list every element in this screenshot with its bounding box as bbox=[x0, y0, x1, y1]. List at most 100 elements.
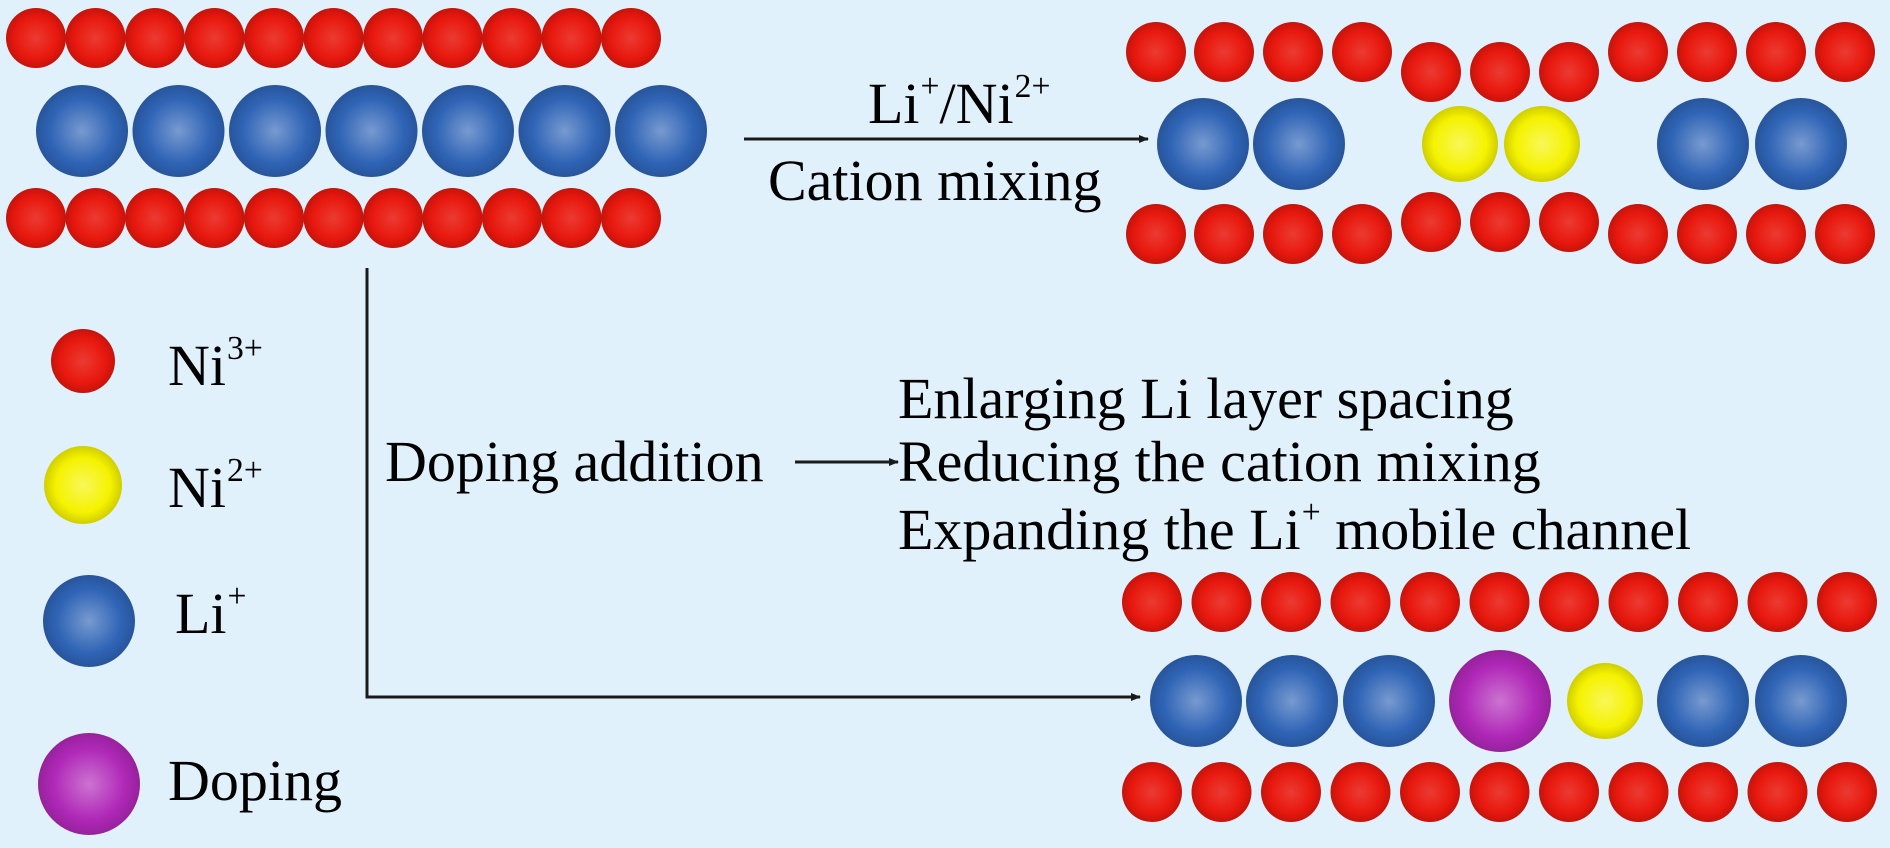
li-atom bbox=[229, 85, 321, 177]
ni3-atom bbox=[1400, 572, 1460, 632]
ni3-atom bbox=[1263, 22, 1323, 82]
ni3-atom bbox=[1608, 22, 1668, 82]
ni3-atom bbox=[1747, 762, 1808, 822]
arrows bbox=[365, 135, 1149, 701]
ni3-atom bbox=[1191, 572, 1252, 632]
ni3-atom bbox=[1746, 204, 1806, 264]
li-atom bbox=[36, 85, 128, 177]
ni3-atom bbox=[1815, 204, 1875, 264]
legend-ni2-text: Ni bbox=[168, 455, 226, 521]
ni3-atom bbox=[1815, 22, 1875, 82]
ni2-atom bbox=[1422, 106, 1498, 182]
ni3-atom bbox=[1608, 204, 1668, 264]
ni3-atom bbox=[1539, 572, 1599, 632]
ni3-atom bbox=[1677, 22, 1737, 82]
ni3-atom bbox=[1608, 762, 1669, 822]
doping-atom bbox=[1449, 650, 1551, 752]
ni3-atom bbox=[1194, 22, 1254, 82]
ni3-atom bbox=[1678, 762, 1738, 822]
li-atom bbox=[132, 85, 225, 177]
ni3-atom bbox=[363, 8, 423, 68]
legend-li-charge: + bbox=[227, 578, 247, 615]
ni3-atom bbox=[1747, 572, 1808, 632]
ni3-atom bbox=[303, 188, 364, 248]
ni3-atom bbox=[1126, 204, 1186, 264]
legend-ni3-charge: 3+ bbox=[227, 330, 263, 367]
ni3-atom bbox=[65, 188, 126, 248]
ni3-atom bbox=[601, 188, 661, 248]
atom-layers bbox=[6, 8, 1877, 835]
ni3-atom bbox=[422, 188, 483, 248]
li-atom bbox=[1657, 98, 1749, 190]
li-atom bbox=[422, 85, 514, 177]
ni3-atom bbox=[1330, 572, 1391, 632]
li-atom bbox=[1343, 655, 1435, 747]
li-atom bbox=[1150, 655, 1242, 747]
legend-ni3-atom bbox=[51, 329, 115, 393]
ni3-atom bbox=[6, 188, 66, 248]
legend-ni2-atom bbox=[44, 446, 122, 524]
ni3-atom bbox=[1469, 762, 1530, 822]
li-atom bbox=[518, 85, 611, 177]
ni3-atom bbox=[1126, 22, 1186, 82]
ni3-atom bbox=[1539, 42, 1599, 102]
effect-expanding-suffix: mobile channel bbox=[1320, 497, 1692, 563]
li-text: Li bbox=[868, 71, 920, 137]
legend-li-text: Li bbox=[175, 581, 227, 647]
legend-ni2-charge: 2+ bbox=[227, 452, 263, 489]
ni3-atom bbox=[1261, 572, 1321, 632]
ni3-atom bbox=[1332, 22, 1392, 82]
ni3-atom bbox=[1194, 204, 1254, 264]
ni3-atom bbox=[1539, 762, 1599, 822]
cation-mixing-label: Cation mixing bbox=[768, 148, 1102, 213]
li-atom bbox=[615, 85, 707, 177]
ni3-atom bbox=[244, 8, 304, 68]
ni3-atom bbox=[1122, 572, 1182, 632]
ni2-atom bbox=[1567, 663, 1643, 739]
li-atom bbox=[1755, 98, 1847, 190]
ni3-atom bbox=[1470, 192, 1530, 252]
ni3-atom bbox=[1817, 762, 1877, 822]
ni3-atom bbox=[1539, 192, 1599, 252]
li-atom bbox=[1657, 655, 1749, 747]
ni3-atom bbox=[244, 188, 304, 248]
effect-expanding-text: Expanding the Li bbox=[898, 497, 1301, 563]
effect-expanding: Expanding the Li+ mobile channel bbox=[898, 496, 1691, 559]
ni3-atom bbox=[184, 8, 245, 68]
effect-enlarging: Enlarging Li layer spacing bbox=[898, 366, 1514, 431]
ni-charge: 2+ bbox=[1014, 68, 1051, 105]
legend-ni3-text: Ni bbox=[168, 333, 226, 399]
ni3-atom bbox=[1330, 762, 1391, 822]
ni3-atom bbox=[363, 188, 423, 248]
ni3-atom bbox=[1746, 22, 1806, 82]
legend-label-li: Li+ bbox=[175, 580, 247, 643]
legend-label-ni2: Ni2+ bbox=[168, 454, 263, 517]
ni3-atom bbox=[303, 8, 364, 68]
li-atom bbox=[1246, 655, 1338, 747]
legend-li-atom bbox=[43, 575, 135, 667]
effect-reducing: Reducing the cation mixing bbox=[898, 429, 1541, 494]
doping-addition-label: Doping addition bbox=[385, 429, 764, 494]
li-atom bbox=[1755, 655, 1847, 747]
legend-label-doping: Doping bbox=[168, 752, 342, 810]
ni3-atom bbox=[541, 8, 602, 68]
ni3-atom bbox=[1400, 762, 1460, 822]
ni3-atom bbox=[482, 8, 542, 68]
legend-label-ni3: Ni3+ bbox=[168, 332, 263, 395]
ni3-atom bbox=[1401, 42, 1461, 102]
cation-mixing-top-label: Li+/Ni2+ bbox=[868, 70, 1050, 133]
ni3-atom bbox=[422, 8, 483, 68]
li-charge: + bbox=[920, 68, 940, 105]
ni3-atom bbox=[1261, 762, 1321, 822]
ni3-atom bbox=[601, 8, 661, 68]
ni3-atom bbox=[1677, 204, 1737, 264]
ni3-atom bbox=[125, 8, 185, 68]
ni3-atom bbox=[1678, 572, 1738, 632]
effect-expanding-charge: + bbox=[1301, 494, 1321, 531]
ni3-atom bbox=[1469, 572, 1530, 632]
ni3-atom bbox=[125, 188, 185, 248]
ni3-atom bbox=[1470, 42, 1530, 102]
li-atom bbox=[1253, 98, 1345, 190]
doping-path-arrow bbox=[365, 268, 1141, 701]
